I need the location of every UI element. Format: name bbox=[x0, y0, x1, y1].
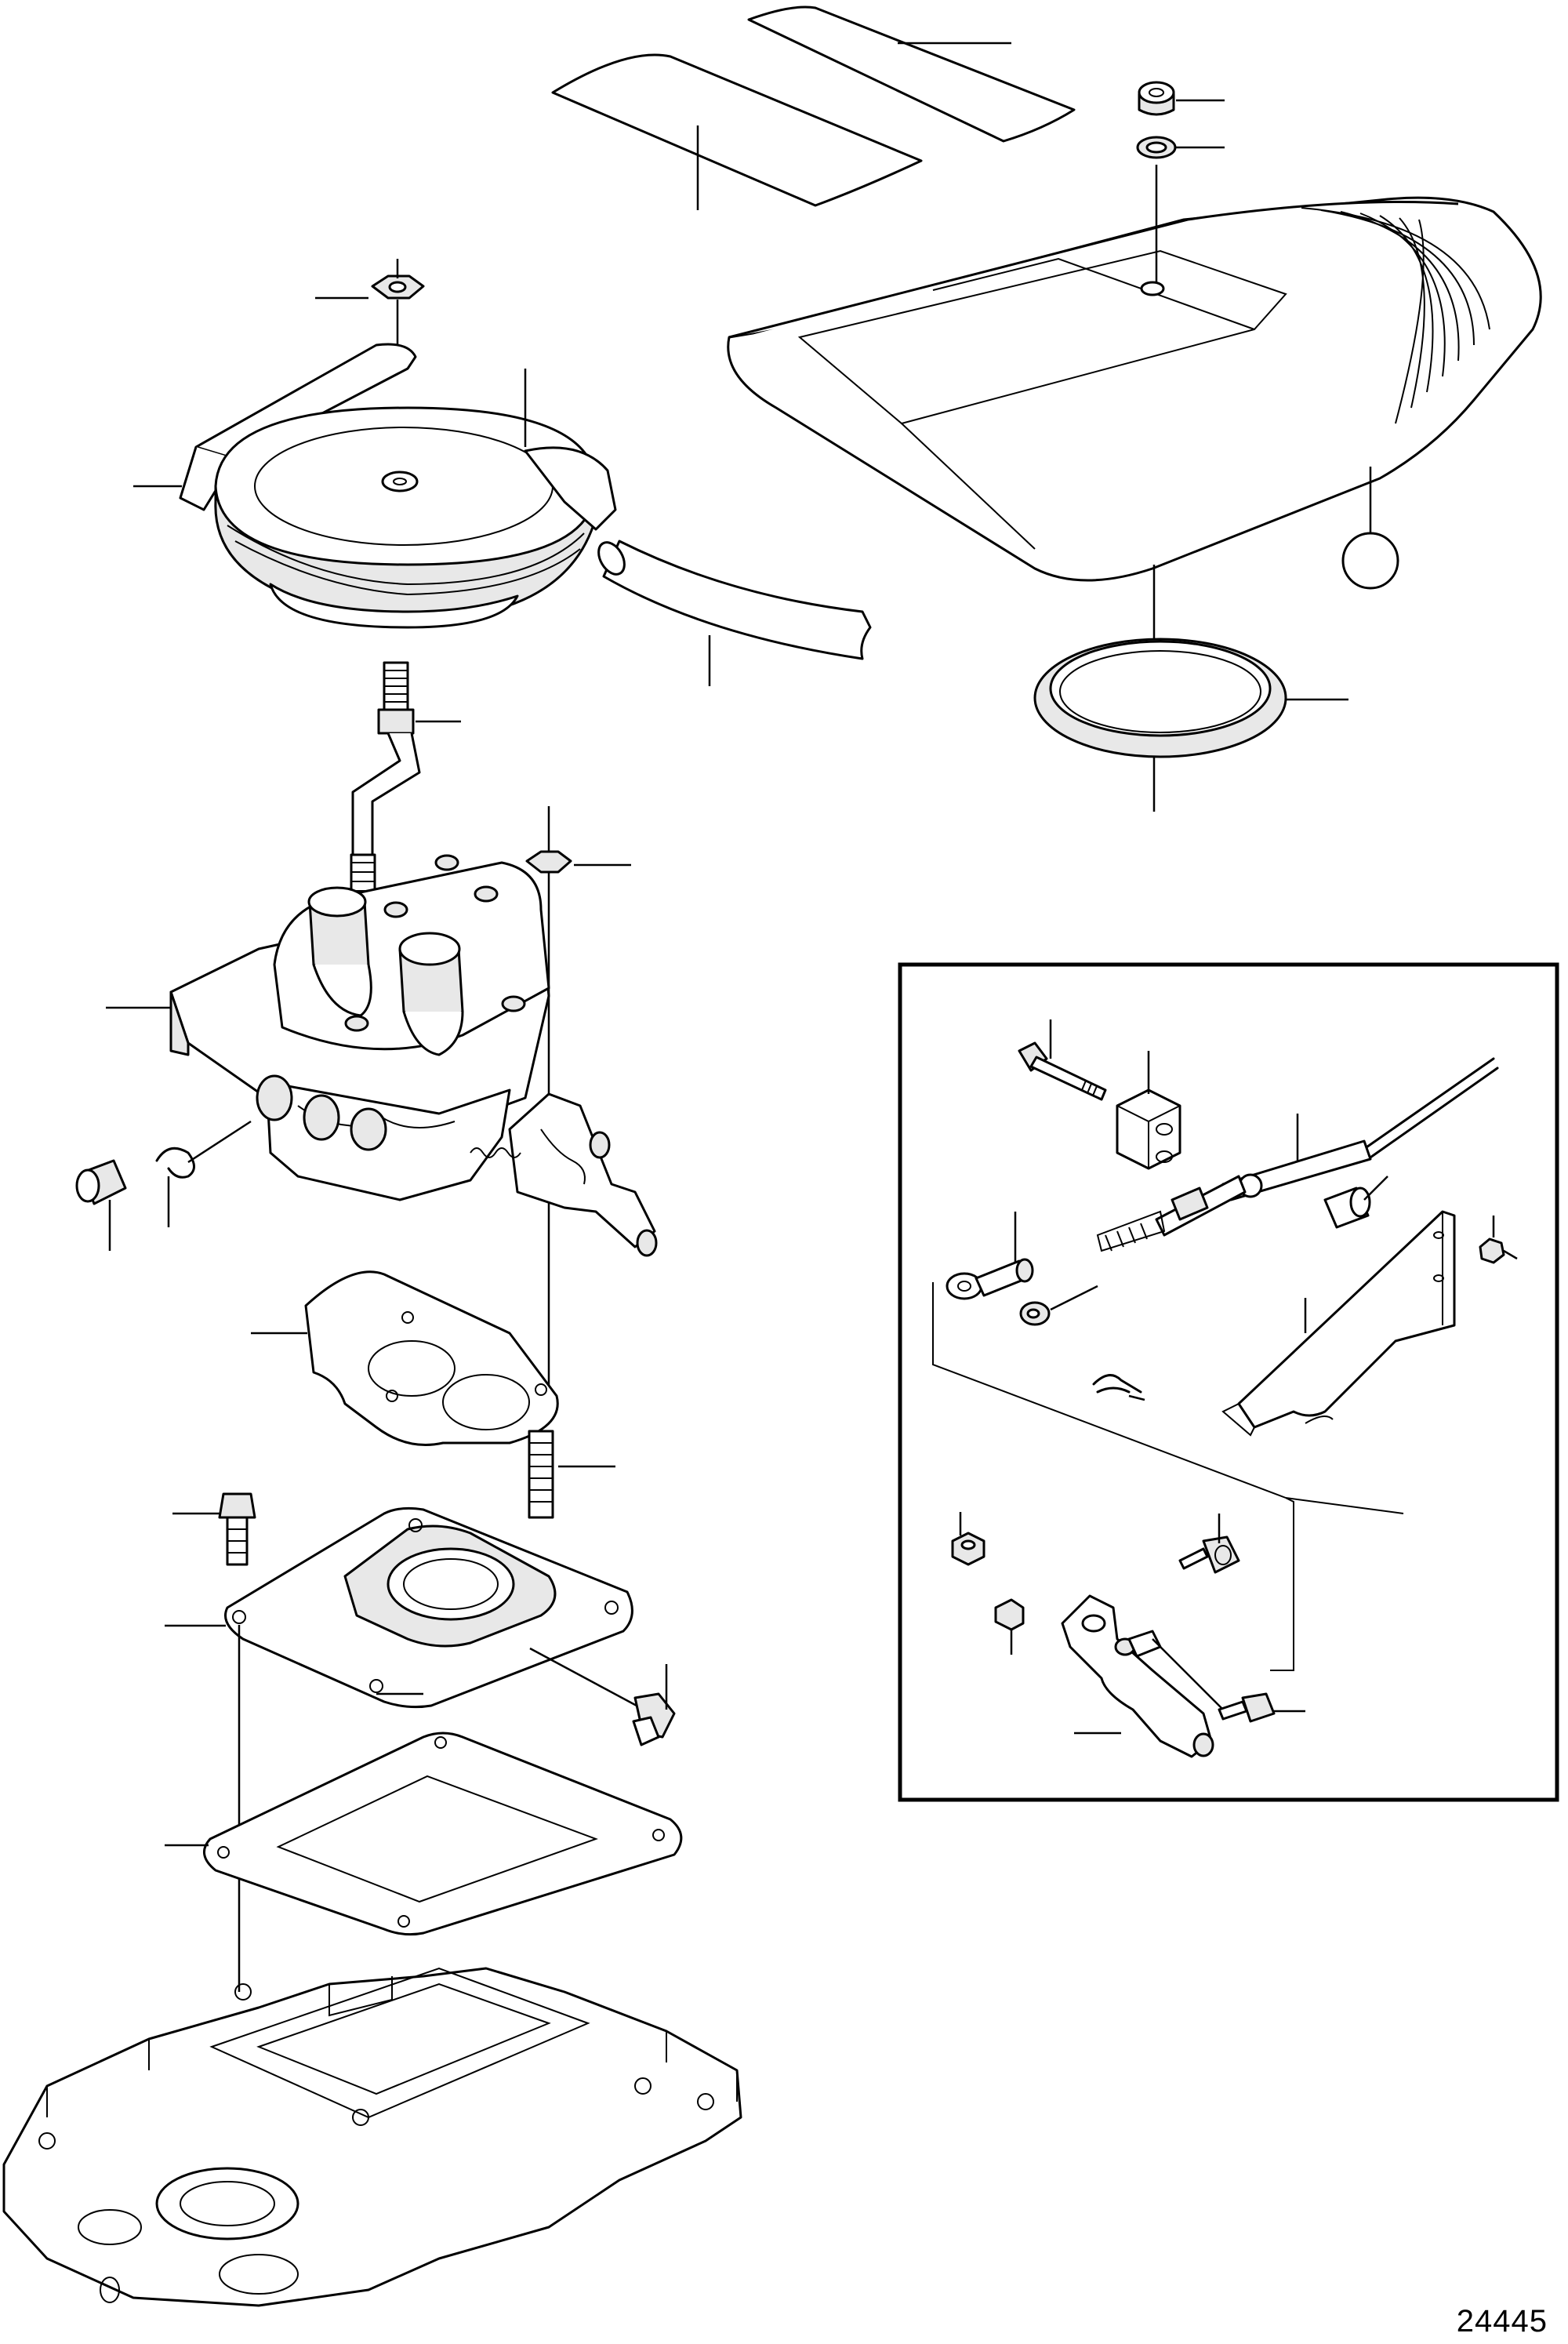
inset-cotter-pin bbox=[1092, 1374, 1142, 1394]
engine-cover bbox=[727, 196, 1542, 582]
air-cleaner-nut bbox=[371, 274, 425, 300]
inset-cable-clamp bbox=[1116, 1088, 1181, 1170]
air-cleaner bbox=[179, 343, 617, 629]
inset-bracket-nut bbox=[1479, 1237, 1505, 1264]
inset-bolt-upper bbox=[1178, 1535, 1240, 1574]
retaining-clip bbox=[155, 1120, 252, 1179]
inset-long-bolt bbox=[1018, 1041, 1107, 1101]
reference-circle bbox=[1341, 532, 1399, 590]
inset-bolt-lower bbox=[1218, 1692, 1276, 1723]
inset-throttle-cable bbox=[1096, 1057, 1499, 1252]
throttle-body-gasket bbox=[304, 1270, 559, 1446]
throttle-stud bbox=[528, 1430, 554, 1519]
throttle-body bbox=[169, 854, 658, 1257]
figure-number: 24445 bbox=[1456, 2304, 1548, 2339]
decal-strip-right bbox=[747, 5, 1076, 143]
inset-mounting-bracket bbox=[1221, 1210, 1456, 1437]
decal-strip-left bbox=[551, 53, 923, 207]
inset-lower-nut bbox=[951, 1532, 985, 1566]
linkage-sleeve bbox=[75, 1159, 127, 1205]
intake-manifold bbox=[2, 1967, 742, 2307]
cover-seal-ring bbox=[1033, 638, 1287, 758]
base-gasket bbox=[203, 1732, 683, 1936]
vacuum-fitting bbox=[632, 1692, 676, 1746]
air-cleaner-stud bbox=[350, 661, 421, 899]
inset-small-nut bbox=[994, 1598, 1025, 1631]
inset-washer bbox=[1019, 1301, 1051, 1326]
inset-barrel-pin bbox=[1323, 1187, 1371, 1229]
throttle-linkage-detail bbox=[898, 962, 1559, 1802]
inset-linkage-arm bbox=[1061, 1594, 1214, 1758]
spacer-bolt bbox=[218, 1492, 256, 1566]
inset-rod-end bbox=[946, 1258, 1034, 1300]
cover-nut bbox=[1138, 81, 1175, 116]
spacer-plate bbox=[224, 1506, 633, 1709]
breather-hose bbox=[597, 540, 872, 660]
throttle-body-nut bbox=[525, 850, 572, 874]
cover-washer bbox=[1136, 136, 1177, 159]
